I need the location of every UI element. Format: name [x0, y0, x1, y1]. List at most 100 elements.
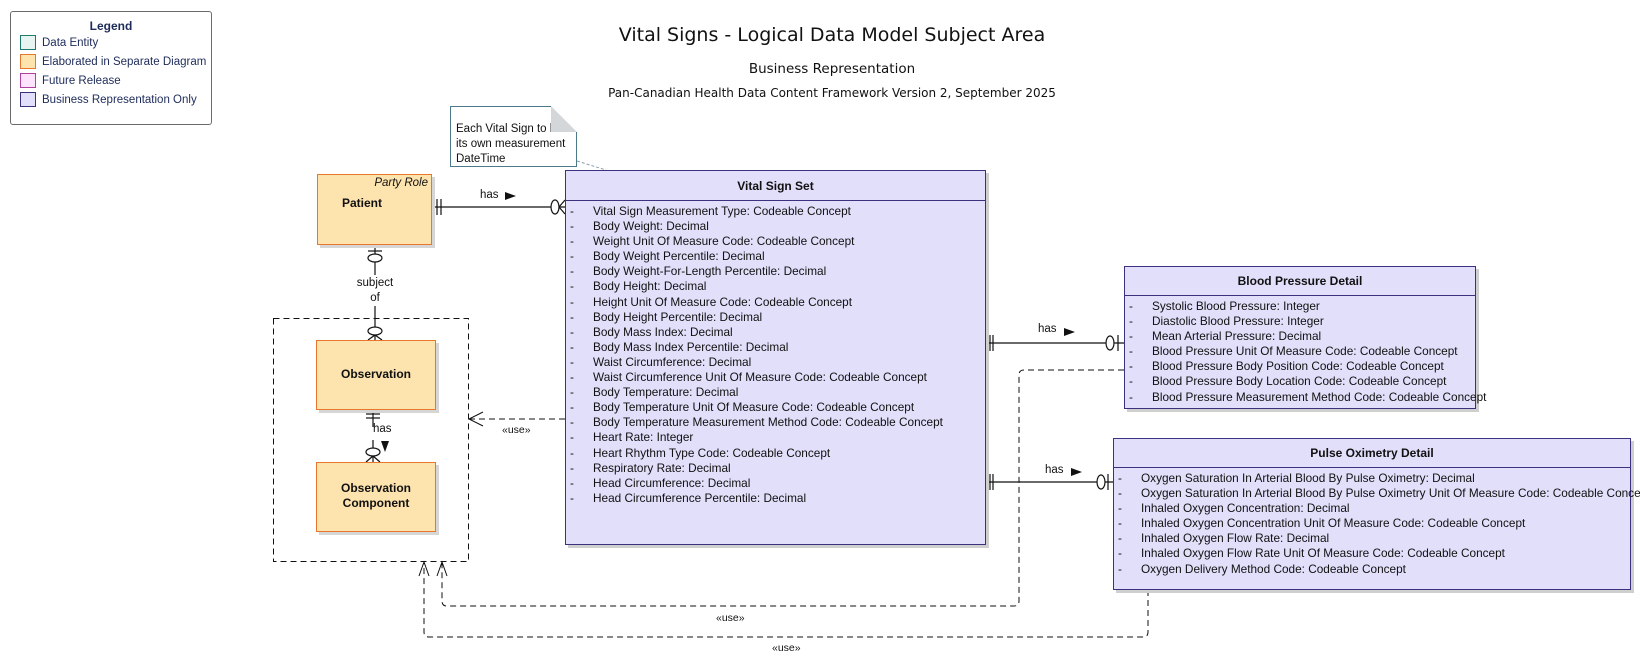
entity-pulse-oximetry-detail[interactable]: Pulse Oximetry Detail -Oxygen Saturation…: [1113, 438, 1640, 590]
vital-sign-set-name: Vital Sign Set: [566, 171, 985, 201]
legend-title: Legend: [89, 19, 133, 33]
attribute-bullet: -: [570, 400, 574, 415]
entity-observation[interactable]: Observation: [316, 340, 436, 410]
attribute-text: Body Temperature Measurement Method Code…: [593, 415, 943, 430]
po-use-package-dependency: [418, 560, 1149, 638]
attribute-text: Respiratory Rate: Decimal: [593, 460, 731, 475]
note-line: DateTime: [456, 153, 506, 165]
attribute-bullet: -: [570, 309, 574, 324]
attribute-text: Heart Rate: Integer: [593, 430, 694, 445]
label-use-po: «use»: [772, 642, 801, 654]
attribute-bullet: -: [570, 490, 574, 505]
legend-swatch-icon: [20, 73, 36, 88]
attribute-row: -Inhaled Oxygen Flow Rate Unit Of Measur…: [1114, 546, 1630, 561]
entity-patient[interactable]: Party Role Patient: [317, 174, 432, 245]
attribute-text: Waist Circumference: Decimal: [593, 354, 752, 369]
label-use-bp: «use»: [716, 612, 745, 624]
attribute-bullet: -: [570, 234, 574, 249]
legend-swatch-icon: [20, 54, 36, 69]
attribute-text: Blood Pressure Measurement Method Code: …: [1152, 389, 1487, 404]
attribute-text: Mean Arterial Pressure: Decimal: [1152, 329, 1322, 344]
label-subject: subject: [356, 277, 394, 289]
legend-swatch-icon: [20, 35, 36, 50]
vss-has-blood-pressure-connector: [985, 328, 1124, 351]
legend-item-label: Data Entity: [42, 36, 99, 49]
attribute-text: Body Temperature Unit Of Measure Code: C…: [593, 400, 915, 415]
attribute-row: -Body Mass Index Percentile: Decimal: [566, 340, 985, 355]
patient-has-vital-sign-set-connector: [432, 192, 566, 215]
attribute-bullet: -: [570, 294, 574, 309]
attribute-text: Inhaled Oxygen Flow Rate: Decimal: [1141, 531, 1330, 546]
attribute-row: -Head Circumference Percentile: Decimal: [566, 491, 985, 506]
entity-blood-pressure-detail[interactable]: Blood Pressure Detail - Systolic Blood Pr…: [1124, 266, 1486, 409]
observation-package-boundary: [273, 318, 469, 562]
pulse-oximetry-detail-name: Pulse Oximetry Detail: [1114, 439, 1630, 468]
attribute-row: -Body Height Percentile: Decimal: [566, 310, 985, 325]
attribute-bullet: -: [570, 385, 574, 400]
attribute-bullet: -: [570, 219, 574, 234]
attribute-text: Heart Rhythm Type Code: Codeable Concept: [593, 445, 831, 460]
observation-has-component-connector: [365, 409, 389, 463]
attribute-bullet: -: [570, 430, 574, 445]
attribute-row: - Heart Rhythm Type Code: Codeable Concep…: [566, 446, 985, 461]
attribute-bullet: -: [1118, 516, 1122, 531]
label-observation-has: has: [373, 423, 392, 435]
direction-arrow-icon: [1064, 328, 1075, 336]
attribute-bullet: -: [570, 445, 574, 460]
patient-name: Patient: [341, 196, 382, 210]
attribute-row: -Blood Pressure Body Position Code: Code…: [1125, 359, 1475, 374]
attribute-row: -Inhaled Oxygen Concentration Unit Of Me…: [1114, 516, 1630, 531]
attribute-text: Vital Sign Measurement Type: Codeable Co…: [593, 204, 851, 218]
attribute-row: -Diastolic Blood Pressure: Integer: [1125, 314, 1475, 329]
attribute-row: - Heart Rate: Integer: [566, 430, 985, 445]
attribute-text: Blood Pressure Body Position Code: Codea…: [1152, 359, 1444, 374]
label-patient-has: has: [480, 189, 499, 201]
note-line: Each Vital Sign to have: [456, 123, 575, 135]
attribute-bullet: -: [1118, 546, 1122, 561]
observation-component-name-line1: Observation: [340, 481, 412, 495]
attribute-row: -Blood Pressure Body Location Code: Code…: [1125, 374, 1475, 389]
attribute-row: -Body Mass Index: Decimal: [566, 325, 985, 340]
patient-stereotype: Party Role: [374, 177, 428, 189]
entity-vital-sign-set[interactable]: Vital Sign Set - Vital Sign Measurement T…: [565, 170, 986, 545]
attribute-row: - Weight Unit Of Measure Code: Codeable C…: [566, 234, 985, 249]
attribute-text: Systolic Blood Pressure: Integer: [1152, 299, 1320, 313]
label-bp-has: has: [1038, 323, 1057, 335]
attribute-bullet: -: [570, 339, 574, 354]
observation-component-name-line2: Component: [342, 496, 410, 510]
legend-item: Business Representation Only: [20, 90, 211, 109]
legend-item-label: Future Release: [42, 74, 121, 87]
attribute-bullet: -: [570, 460, 574, 475]
patient-subject-of-observation-connector: [367, 245, 383, 341]
legend-item-label: Elaborated in Separate Diagram: [42, 55, 207, 68]
attribute-row: -Mean Arterial Pressure: Decimal: [1125, 329, 1475, 344]
attribute-text: Body Mass Index: Decimal: [593, 324, 733, 339]
bp-use-package-dependency: [436, 369, 1124, 607]
attribute-bullet: -: [570, 354, 574, 369]
attribute-row: - Respiratory Rate: Decimal: [566, 461, 985, 476]
diagram-framework-caption: Pan-Canadian Health Data Content Framewo…: [608, 86, 1056, 100]
attribute-text: Weight Unit Of Measure Code: Codeable Co…: [593, 234, 855, 249]
blood-pressure-detail-name: Blood Pressure Detail: [1125, 267, 1475, 296]
attribute-row: -Inhaled Oxygen Concentration: Decimal: [1114, 501, 1630, 516]
attribute-row: -Body Height: Decimal: [566, 279, 985, 294]
attribute-text: Oxygen Delivery Method Code: Codeable Co…: [1141, 561, 1406, 576]
attribute-bullet: -: [1118, 561, 1122, 576]
attribute-bullet: -: [1129, 299, 1133, 313]
attribute-bullet: -: [570, 249, 574, 264]
observation-name: Observation: [340, 367, 412, 381]
attribute-bullet: -: [1118, 486, 1122, 501]
diagram-subtitle: Business Representation: [748, 61, 916, 77]
label-of: of: [370, 292, 380, 304]
attribute-row: -Waist Circumference Unit Of Measure Cod…: [566, 370, 985, 385]
entity-observation-component[interactable]: Observation Component: [316, 462, 436, 532]
attribute-bullet: -: [1129, 314, 1133, 329]
vss-use-package-dependency: [467, 411, 565, 427]
attribute-bullet: -: [570, 279, 574, 294]
attribute-row: -Body Weight-For-Length Percentile: Deci…: [566, 264, 985, 279]
legend-swatch-icon: [20, 92, 36, 107]
attribute-bullet: -: [1118, 471, 1122, 485]
attribute-bullet: -: [570, 370, 574, 385]
